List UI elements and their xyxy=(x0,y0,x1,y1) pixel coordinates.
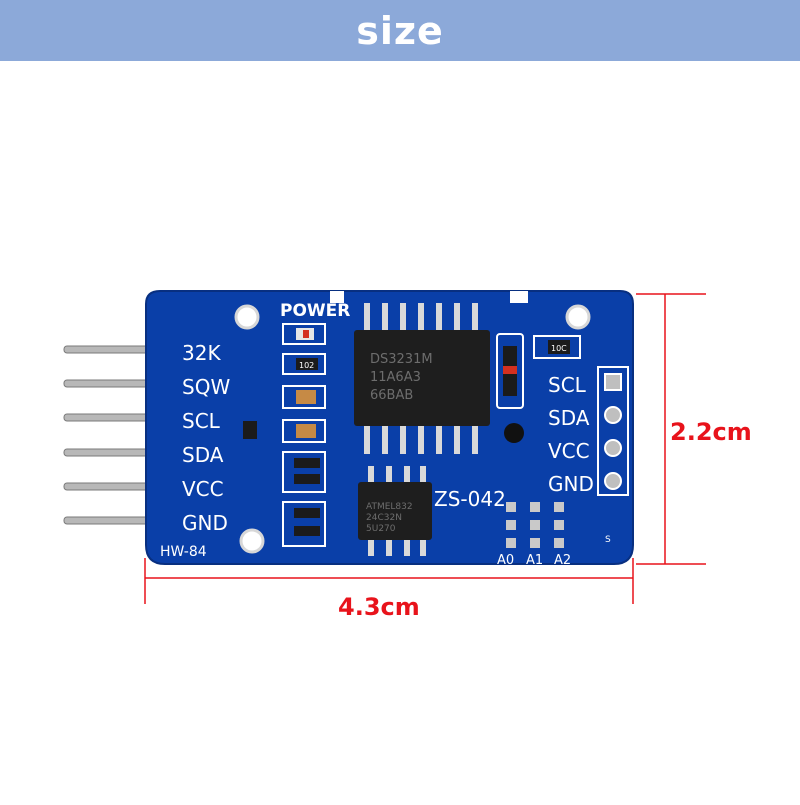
mounting-hole xyxy=(234,304,260,330)
right-pin-label-vcc: VCC xyxy=(548,439,590,463)
board-model-label: HW-84 xyxy=(160,544,207,560)
address-pad-a2: A2 xyxy=(554,553,571,568)
right-pin-label-gnd: GND xyxy=(548,472,594,496)
width-label: 4.3cm xyxy=(338,593,420,621)
chip-marking: 5U270 xyxy=(366,524,396,534)
address-pad-a1: A1 xyxy=(526,553,543,568)
right-pin-label-sda: SDA xyxy=(548,406,590,430)
title-banner: size xyxy=(0,0,800,61)
power-label: POWER xyxy=(280,301,350,321)
chip-marking: 66BAB xyxy=(370,388,413,403)
rtc-chip: DS3231M 11A6A3 66BAB xyxy=(354,303,490,454)
resistor-code: 102 xyxy=(299,361,314,370)
chip-marking: 11A6A3 xyxy=(370,370,421,385)
module-label: ZS-042 xyxy=(434,487,506,511)
pin-label-scl: SCL xyxy=(182,409,221,433)
width-dimension-line xyxy=(144,558,634,604)
eeprom-chip: ATMEL832 24C32N 5U270 xyxy=(358,466,432,556)
mounting-hole xyxy=(565,304,591,330)
pin-label-vcc: VCC xyxy=(182,477,224,501)
address-pad-a0: A0 xyxy=(497,553,514,568)
resistor-code: 10C xyxy=(551,344,567,353)
height-label: 2.2cm xyxy=(670,418,752,446)
right-header-outline xyxy=(597,366,629,496)
mounting-hole xyxy=(239,528,265,554)
chip-marking: ATMEL832 xyxy=(366,502,413,512)
pin-label-sda: SDA xyxy=(182,443,224,467)
chip-marking: 24C32N xyxy=(366,513,402,523)
chip-marking: DS3231M xyxy=(370,352,433,367)
smd-components: 102 xyxy=(243,353,326,547)
pin-label-32k: 32K xyxy=(182,341,221,365)
banner-title: size xyxy=(356,8,444,53)
pin-label-sqw: SQW xyxy=(182,375,230,399)
right-pin-label-scl: SCL xyxy=(548,373,587,397)
height-dimension-line xyxy=(636,293,706,565)
corner-mark: S xyxy=(605,535,611,545)
pin-label-gnd: GND xyxy=(182,511,228,535)
